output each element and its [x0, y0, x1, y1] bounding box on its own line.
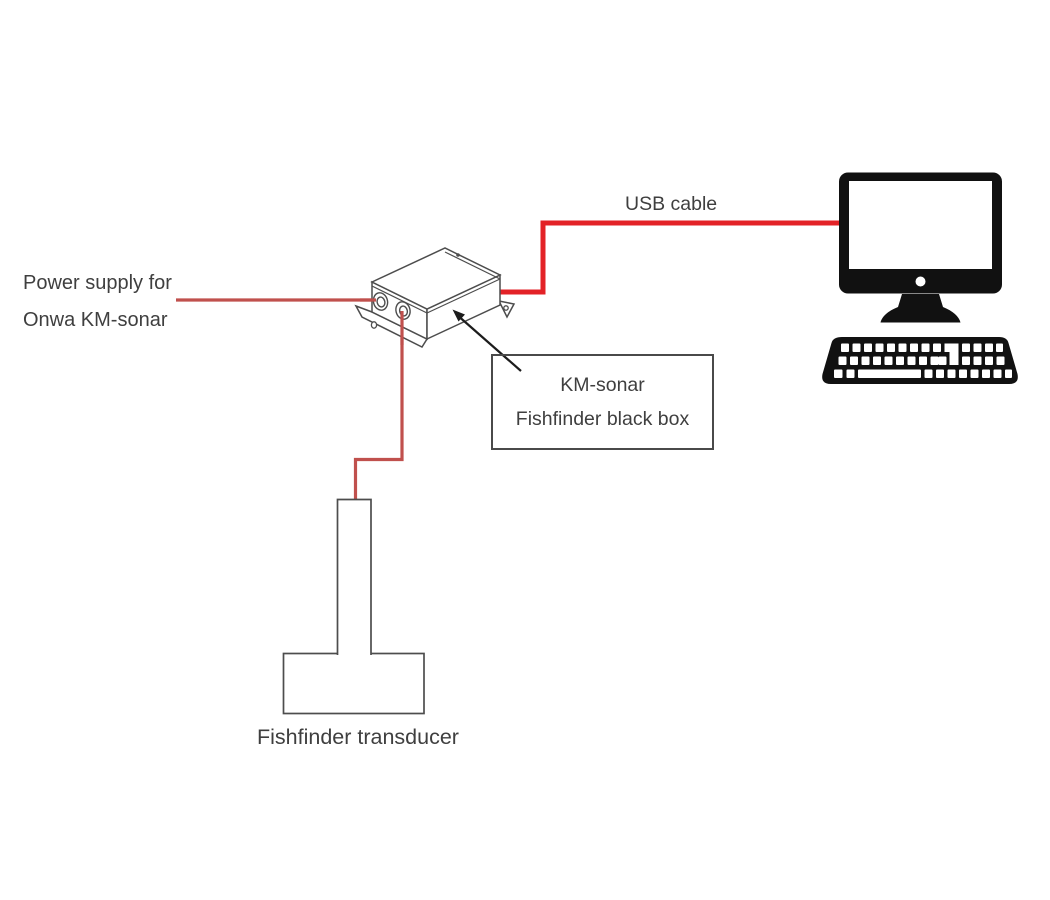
transducer-cable — [353, 312, 404, 501]
black-box-callout-line2: Fishfinder black box — [515, 408, 690, 430]
black-box-top-dot — [456, 253, 460, 257]
transducer-stem — [336, 498, 372, 655]
callout-arrowhead — [452, 309, 465, 322]
black-box-lid-rim — [371, 278, 501, 314]
power-supply-label-line1: Power supply for — [23, 272, 172, 294]
power-supply-label: Power supply for Onwa KM-sonar — [23, 265, 172, 339]
black-box-callout-line1: KM-sonar — [560, 374, 645, 396]
monitor-power-dot — [915, 276, 926, 287]
flange-screw-hole-left — [370, 321, 378, 329]
black-box-callout: KM-sonar Fishfinder black box — [491, 354, 714, 450]
monitor-stand — [880, 294, 961, 323]
transducer-label: Fishfinder transducer — [257, 725, 459, 749]
mounting-flange-left — [354, 304, 429, 348]
usb-cable-label: USB cable — [625, 193, 718, 215]
desktop-computer-icon — [822, 172, 1018, 384]
monitor-screen — [849, 181, 992, 269]
callout-arrow — [452, 309, 522, 372]
keyboard-keys — [834, 343, 1012, 378]
flange-screw-hole-right — [503, 305, 509, 311]
usb-cable — [497, 220, 844, 295]
black-box-3d-drawing — [354, 247, 516, 348]
black-box-lid-rim-back — [444, 251, 501, 280]
spacebar-key — [858, 369, 921, 378]
transducer-outline-drawing — [282, 498, 425, 715]
enter-key — [944, 343, 959, 365]
power-supply-label-line2: Onwa KM-sonar — [23, 309, 168, 331]
transducer-base — [282, 652, 425, 715]
power-port-icon — [372, 292, 389, 311]
